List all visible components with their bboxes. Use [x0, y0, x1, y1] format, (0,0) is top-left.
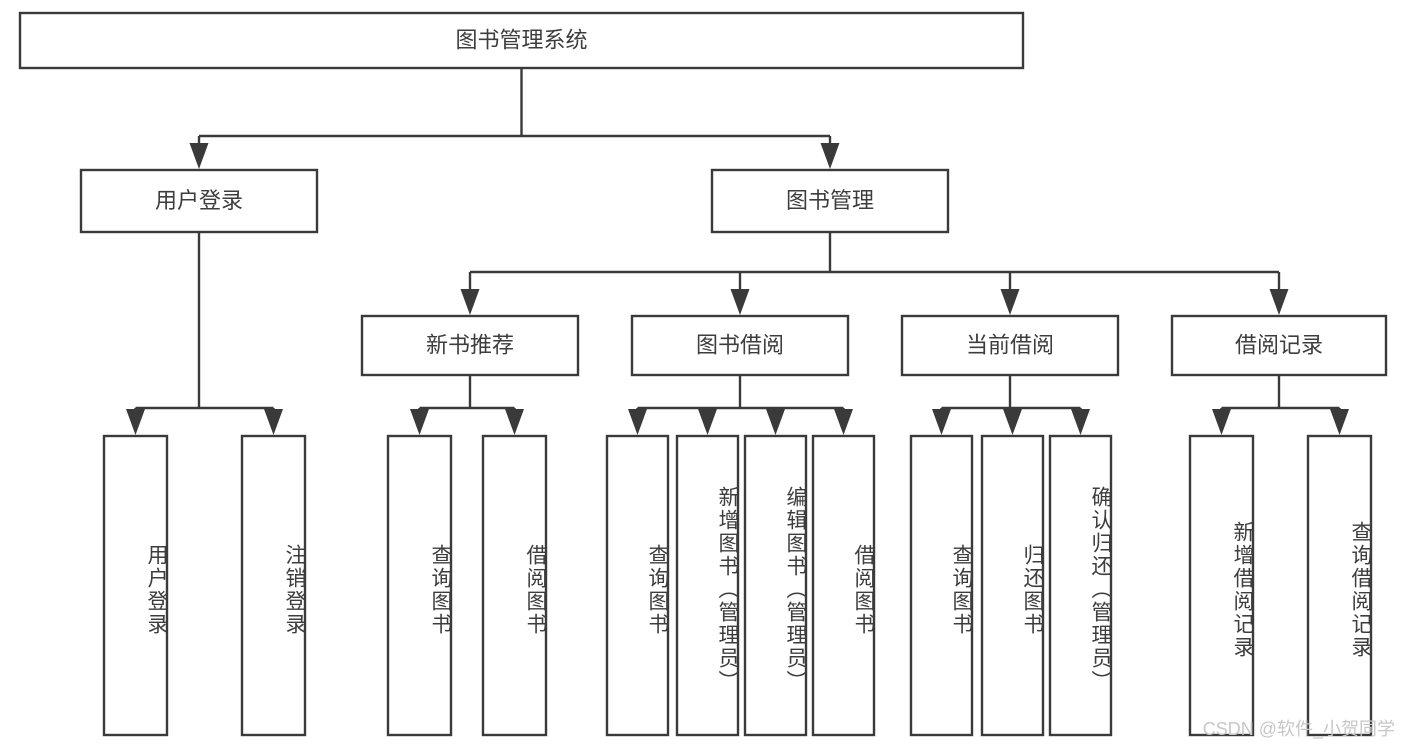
connectors-layer: [126, 68, 1349, 435]
node-user-login-label: 用户登录: [155, 188, 243, 213]
node-leaf-add-record-rect[interactable]: [1188, 434, 1255, 737]
node-current-borrow-rect: [900, 314, 1120, 377]
node-borrow-record[interactable]: 借阅记录: [1170, 314, 1388, 377]
node-current-borrow[interactable]: 当前借阅: [900, 314, 1120, 377]
node-book-borrow-rect: [630, 314, 850, 377]
node-leaf-query-book-3-rect[interactable]: [909, 434, 974, 737]
node-leaf-query-book-1-rect[interactable]: [386, 434, 453, 737]
node-new-book-recommend[interactable]: 新书推荐: [360, 314, 580, 377]
node-user-login[interactable]: 用户登录: [79, 168, 319, 234]
book-borrow-to-leaf-1-head: [698, 409, 717, 435]
node-new-book-recommend-rect: [360, 314, 580, 377]
node-book-manage[interactable]: 图书管理: [710, 168, 950, 234]
root-to-l1-1-head: [820, 143, 840, 169]
node-leaf-borrow-book-1-rect[interactable]: [481, 434, 548, 737]
node-root-label: 图书管理系统: [455, 27, 587, 52]
user-login-to-leaf-1-head: [264, 409, 283, 435]
node-leaf-user-login-rect[interactable]: [102, 434, 169, 737]
node-book-borrow-label: 图书借阅: [696, 332, 784, 357]
book-borrow-to-leaf-3-head: [834, 409, 853, 435]
root-to-l1-0-head: [189, 143, 209, 169]
bm-to-l2-2-head: [1000, 289, 1020, 315]
node-new-book-recommend-label: 新书推荐: [426, 332, 514, 357]
node-leaf-borrow-book-1-label: 借阅图书: [524, 543, 547, 636]
current-borrow-to-leaf-0-head: [932, 409, 951, 435]
node-user-login-rect: [79, 168, 319, 234]
borrow-record-to-leaf-1-head: [1330, 409, 1349, 435]
node-borrow-record-label: 借阅记录: [1235, 332, 1323, 357]
node-leaf-borrow-book-2-rect[interactable]: [811, 434, 876, 737]
new-book-recommend-to-leaf-1-head: [505, 409, 524, 435]
node-borrow-record-rect: [1170, 314, 1388, 377]
bm-to-l2-0-head: [460, 289, 480, 315]
user-login-to-leaf-0-head: [126, 409, 145, 435]
node-leaf-query-book-3-label: 查询图书: [950, 543, 973, 636]
node-leaf-query-book-2-label: 查询图书: [646, 543, 669, 636]
node-leaf-user-logout-rect[interactable]: [240, 434, 307, 737]
book-borrow-to-leaf-0-head: [628, 409, 647, 435]
new-book-recommend-to-leaf-0-head: [410, 409, 429, 435]
node-leaf-add-record-label: 新增借阅记录: [1231, 520, 1254, 659]
node-leaf-query-book-1-label: 查询图书: [429, 543, 452, 636]
node-leaf-query-book-2-rect[interactable]: [605, 434, 670, 737]
bm-to-l2-1-head: [730, 289, 750, 315]
node-leaf-confirm-return-label: 确认归还（管理员）: [1089, 486, 1112, 693]
node-leaf-add-book-label: 新增图书（管理员）: [716, 486, 739, 693]
node-leaf-edit-book-label: 编辑图书（管理员）: [784, 486, 807, 693]
bm-to-l2-3-head: [1269, 289, 1289, 315]
watermark-text: CSDN @软件_小贺同学: [1202, 719, 1395, 739]
node-book-manage-rect: [710, 168, 950, 234]
node-leaf-return-book-rect[interactable]: [980, 434, 1045, 737]
book-borrow-to-leaf-2-head: [766, 409, 785, 435]
node-root[interactable]: 图书管理系统: [18, 11, 1025, 70]
borrow-record-to-leaf-0-head: [1212, 409, 1231, 435]
node-leaf-edit-book-rect[interactable]: [743, 434, 808, 737]
node-leaf-confirm-return-rect[interactable]: [1048, 434, 1113, 737]
node-leaf-user-logout-label: 注销登录: [283, 543, 306, 636]
current-borrow-to-leaf-1-head: [1003, 409, 1022, 435]
node-leaf-add-book-rect[interactable]: [675, 434, 740, 737]
node-leaf-return-book-label: 归还图书: [1021, 543, 1044, 636]
node-book-manage-label: 图书管理: [786, 188, 874, 213]
node-leaf-query-record-rect[interactable]: [1306, 434, 1373, 737]
node-book-borrow[interactable]: 图书借阅: [630, 314, 850, 377]
node-leaf-borrow-book-2-label: 借阅图书: [852, 543, 875, 636]
node-leaf-user-login-label: 用户登录: [145, 543, 168, 636]
current-borrow-to-leaf-2-head: [1071, 409, 1090, 435]
node-current-borrow-label: 当前借阅: [966, 332, 1054, 357]
node-root-rect: [18, 11, 1025, 70]
node-leaf-query-record-label: 查询借阅记录: [1349, 520, 1372, 659]
